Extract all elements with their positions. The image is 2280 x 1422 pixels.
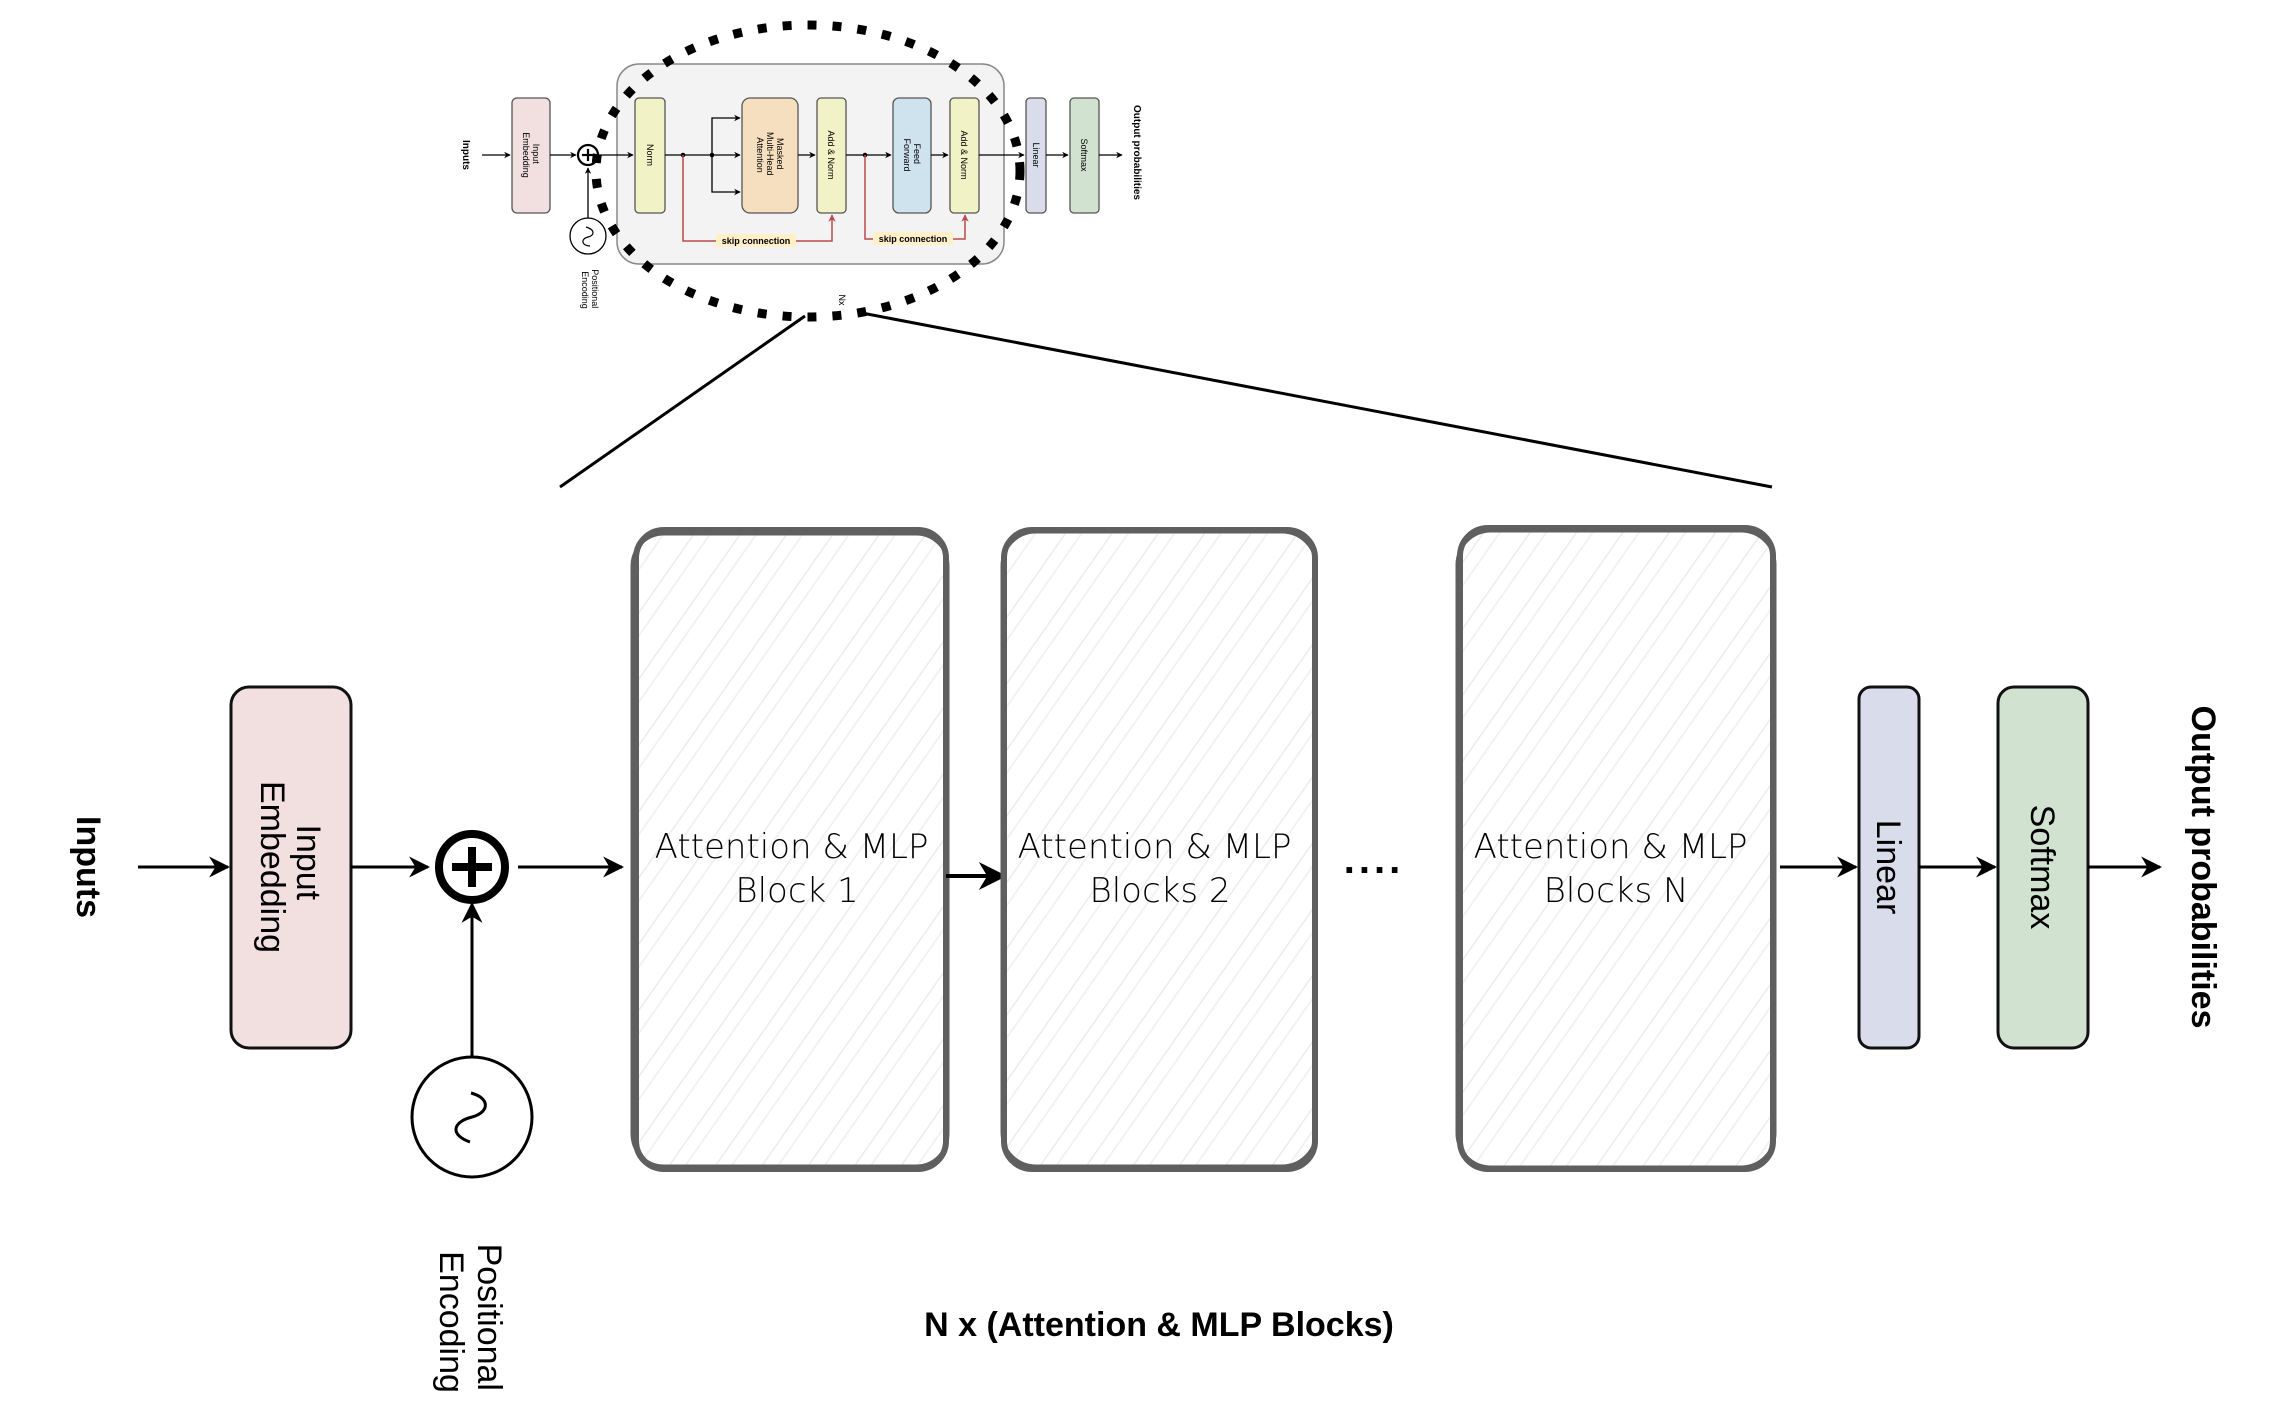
repeat-caption: N x (Attention & MLP Blocks) bbox=[924, 1306, 1394, 1344]
input-embedding-label: Input Embedding bbox=[253, 781, 327, 953]
mini-add-norm-1-label: Add & Norm bbox=[826, 130, 836, 179]
mini-input-embedding-label: Input Embedding bbox=[521, 132, 541, 178]
mini-feed-forward-label: Feed Forward bbox=[902, 138, 922, 171]
attention-mlp-block-1: Attention & MLP Block 1 bbox=[630, 527, 950, 1172]
mini-output-label: Output probabilities bbox=[1131, 105, 1142, 200]
mini-positional-encoding-icon bbox=[569, 217, 607, 255]
mini-linear-label: Linear bbox=[1031, 142, 1041, 167]
output-label: Output probabilities bbox=[2184, 706, 2222, 1029]
mini-norm-label: Norm bbox=[645, 144, 655, 166]
mini-diagram: Inputs Input Embedding Positional Encodi… bbox=[460, 20, 1142, 322]
mini-repeat-label: Nx bbox=[837, 295, 847, 306]
mini-skip-label-bg bbox=[873, 232, 953, 245]
positional-encoding-label: Positional Encoding bbox=[432, 1244, 508, 1401]
mini-skip-label-1: skip connection bbox=[722, 236, 791, 246]
softmax-label: Softmax bbox=[2023, 805, 2061, 930]
block-1-label: Attention & MLP Block 1 bbox=[655, 827, 940, 911]
mini-arrow bbox=[711, 155, 741, 196]
main-diagram: Inputs Input Embedding Positional Encodi… bbox=[69, 525, 2222, 1401]
attention-mlp-block-n: Attention & MLP Blocks N bbox=[1455, 525, 1777, 1172]
add-icon bbox=[435, 830, 509, 904]
mini-skip-label-bg bbox=[716, 234, 796, 247]
attention-mlp-block-2: Attention & MLP Blocks 2 bbox=[1000, 527, 1318, 1172]
linear-label: Linear bbox=[1869, 820, 1907, 915]
mini-inputs-label: Inputs bbox=[460, 140, 471, 170]
mini-attention-label: Masked Multi-Head Attention bbox=[755, 132, 785, 178]
zoom-focus-ellipse bbox=[591, 20, 1025, 322]
block-2-label: Attention & MLP Blocks 2 bbox=[1018, 827, 1303, 911]
zoom-connector-right bbox=[861, 311, 1773, 489]
positional-encoding-icon bbox=[410, 1055, 534, 1179]
inputs-label: Inputs bbox=[69, 816, 107, 918]
ellipsis-label: .... bbox=[1344, 838, 1404, 882]
mini-softmax-label: Softmax bbox=[1079, 138, 1089, 172]
mini-positional-encoding-label: Positional Encoding bbox=[580, 269, 600, 311]
zoom-connector-left bbox=[559, 314, 806, 489]
mini-arrow bbox=[711, 114, 741, 155]
mini-add-norm-2-label: Add & Norm bbox=[959, 130, 969, 179]
block-n-label: Attention & MLP Blocks N bbox=[1474, 827, 1759, 911]
mini-skip-label-2: skip connection bbox=[879, 234, 948, 244]
